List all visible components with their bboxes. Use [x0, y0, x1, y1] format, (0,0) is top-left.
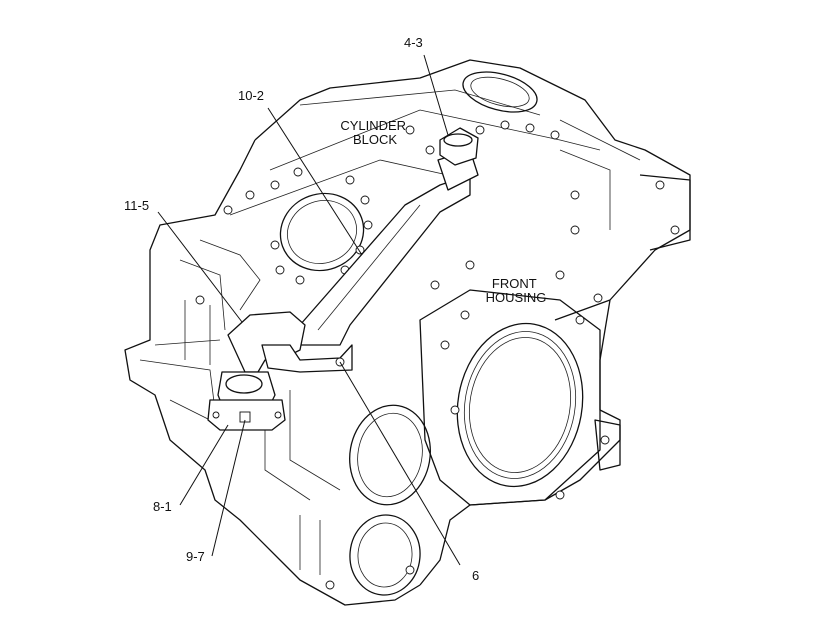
callout-9-7: 9-7 [186, 549, 205, 564]
callout-labels: 4-3 10-2 11-5 8-1 9-7 6 [124, 35, 479, 583]
label-front-housing-line2: HOUSING [486, 290, 547, 305]
component-labels: CYLINDER BLOCK FRONT HOUSING [340, 118, 546, 305]
callout-8-1: 8-1 [153, 499, 172, 514]
label-front-housing-line1: FRONT [492, 276, 537, 291]
callout-10-2: 10-2 [238, 88, 264, 103]
leader-11-5 [157, 211, 243, 323]
label-cylinder-block: CYLINDER BLOCK [340, 118, 409, 147]
bolt-pattern [195, 120, 680, 590]
leader-8-1 [179, 424, 229, 506]
leader-10-2 [267, 107, 363, 256]
label-cylinder-block-line2: BLOCK [353, 132, 397, 147]
label-front-housing: FRONT HOUSING [486, 276, 547, 305]
front-housing-drawing [349, 119, 691, 596]
leader-lines [157, 54, 461, 566]
callout-6: 6 [472, 568, 479, 583]
leader-9-7 [211, 419, 246, 557]
label-cylinder-block-line1: CYLINDER [340, 118, 406, 133]
oil-tube-assembly [207, 127, 479, 431]
leader-6 [339, 361, 461, 566]
callout-4-3: 4-3 [404, 35, 423, 50]
cylinder-block-drawing [124, 59, 691, 606]
callout-11-5: 11-5 [124, 198, 149, 213]
leader-4-3 [423, 54, 449, 136]
